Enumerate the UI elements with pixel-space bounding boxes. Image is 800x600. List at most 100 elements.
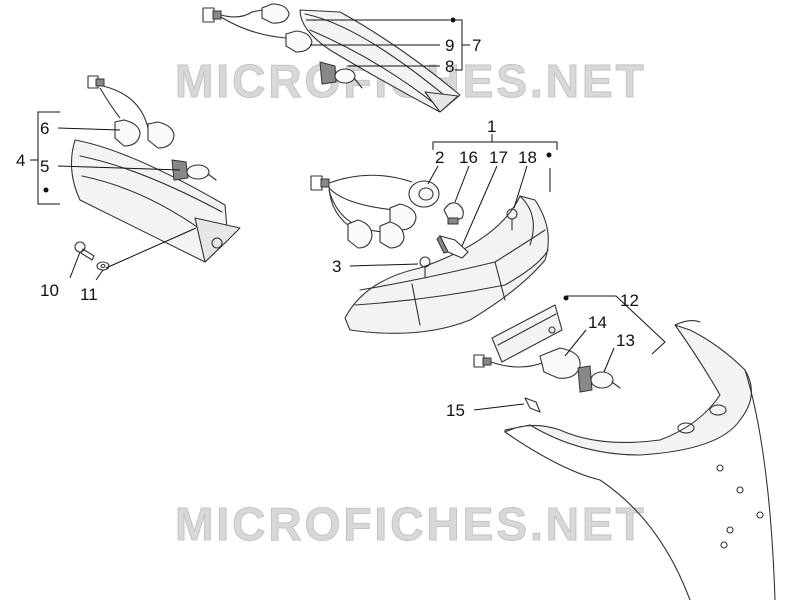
turn-signal-wiring-top bbox=[202, 3, 313, 53]
nut-11 bbox=[96, 261, 110, 271]
turn-signal-lens-inner bbox=[309, 29, 441, 109]
leader-3 bbox=[349, 263, 419, 267]
nut-11-hole bbox=[100, 263, 106, 269]
mudguard-top-lip bbox=[674, 319, 701, 326]
wire-center-a bbox=[328, 174, 413, 184]
bulb-socket-center-c bbox=[347, 219, 373, 249]
callout-4: 4 bbox=[16, 151, 25, 170]
bulb-socket-center-d bbox=[379, 221, 405, 249]
screw-item-15 bbox=[524, 397, 541, 413]
mudguard-hole-a bbox=[677, 422, 695, 434]
tail-light-wiring-harness bbox=[310, 174, 440, 249]
callout-15: 15 bbox=[446, 401, 465, 420]
tail-light-divider-b bbox=[494, 261, 506, 301]
bulb-item-17 bbox=[436, 235, 469, 259]
screw-item-18 bbox=[506, 208, 518, 231]
bulb-top-item-8 bbox=[319, 61, 363, 89]
screw-3-head bbox=[419, 256, 431, 268]
rear-left-turn-signal-assembly bbox=[299, 9, 461, 113]
lens-left-mount-hole bbox=[211, 237, 223, 249]
tail-light-lens bbox=[344, 195, 549, 334]
wire-left-a bbox=[99, 87, 121, 119]
callout-10: 10 bbox=[40, 281, 59, 300]
leader-lines bbox=[30, 19, 666, 411]
callout-6: 6 bbox=[40, 119, 49, 138]
callout-1: 1 bbox=[487, 117, 496, 136]
screw-item-3 bbox=[419, 256, 431, 279]
callout-11: 11 bbox=[80, 285, 98, 304]
bulb-13-tip bbox=[611, 381, 621, 389]
callout-8: 8 bbox=[445, 57, 454, 76]
leader-10 bbox=[69, 251, 81, 279]
reference-dots bbox=[43, 17, 569, 301]
mudguard-right-profile bbox=[744, 369, 776, 600]
leader-11-b bbox=[105, 227, 197, 269]
leader-14 bbox=[564, 329, 587, 357]
left-turn-signal-wiring bbox=[87, 75, 175, 149]
bulb-item-16 bbox=[443, 202, 464, 225]
bracket-1 bbox=[432, 141, 558, 150]
callout-17: 17 bbox=[489, 148, 508, 167]
turn-signal-lens-top bbox=[299, 9, 461, 113]
mudguard-upper-surface bbox=[504, 324, 752, 456]
mudguard-rivet-c bbox=[726, 526, 734, 534]
front-left-turn-signal-assembly bbox=[70, 139, 241, 263]
bulb-socket-center-b bbox=[389, 203, 417, 231]
leader-17 bbox=[461, 165, 498, 247]
mudguard-rivet-a bbox=[716, 464, 724, 472]
nut-item-11 bbox=[96, 261, 110, 271]
mudguard-hole-b bbox=[709, 404, 727, 416]
leader-5 bbox=[57, 165, 181, 171]
wire-top-b bbox=[220, 16, 287, 39]
bulb-item-13 bbox=[577, 365, 621, 393]
connector-plug-center-end bbox=[320, 178, 330, 188]
bulb-socket-top-b bbox=[285, 30, 313, 53]
bulb-base-top bbox=[319, 61, 337, 85]
license-plate-light-assembly bbox=[491, 304, 563, 363]
bulb-socket-left-b bbox=[147, 121, 175, 149]
leader-6 bbox=[57, 127, 121, 131]
screw-15 bbox=[524, 397, 541, 413]
dot-4 bbox=[43, 187, 49, 193]
dot-1 bbox=[546, 152, 552, 158]
wire-center-d bbox=[328, 189, 386, 233]
license-light-lens-hole bbox=[548, 326, 556, 334]
callout-2: 2 bbox=[435, 148, 444, 167]
license-light-wiring bbox=[473, 347, 581, 379]
callout-7: 7 bbox=[472, 36, 481, 55]
bulb-16-base bbox=[447, 217, 459, 225]
bulb-13-glass bbox=[590, 371, 614, 389]
tail-light-lens-mid bbox=[359, 229, 546, 291]
leader-16 bbox=[454, 165, 470, 203]
callout-9: 9 bbox=[445, 36, 454, 55]
bulb-socket-top-a bbox=[261, 3, 290, 24]
lens-left-edge-a bbox=[79, 155, 223, 213]
bulb-tip-left bbox=[207, 173, 217, 181]
screw-shaft-10 bbox=[80, 248, 95, 261]
leader-15 bbox=[473, 403, 525, 411]
bulb-13-base bbox=[577, 365, 593, 393]
callout-16: 16 bbox=[459, 148, 478, 167]
wire-left-b bbox=[102, 85, 149, 129]
leader-2 bbox=[427, 165, 439, 185]
mudguard-left-profile bbox=[504, 431, 691, 600]
callout-5: 5 bbox=[40, 157, 49, 176]
turn-signal-mount-tab bbox=[424, 91, 459, 113]
bulb-16-glass bbox=[443, 202, 464, 223]
leader-13 bbox=[603, 347, 615, 373]
connector-plug-left-end bbox=[95, 78, 105, 87]
tail-light-lens-low bbox=[354, 249, 549, 306]
bulb-socket-left-a bbox=[114, 119, 141, 147]
bracket-4 bbox=[37, 111, 60, 205]
wire-center-c bbox=[328, 187, 396, 211]
bulb-socket-item-2 bbox=[408, 180, 440, 208]
callout-14: 14 bbox=[588, 313, 607, 332]
rear-mudguard bbox=[504, 319, 776, 600]
callout-12: 12 bbox=[620, 291, 639, 310]
screw-head-10 bbox=[74, 241, 86, 253]
callout-13: 13 bbox=[616, 331, 635, 350]
license-light-lens-edge bbox=[497, 313, 557, 346]
wire-license bbox=[490, 361, 546, 368]
dot-12 bbox=[563, 295, 569, 301]
